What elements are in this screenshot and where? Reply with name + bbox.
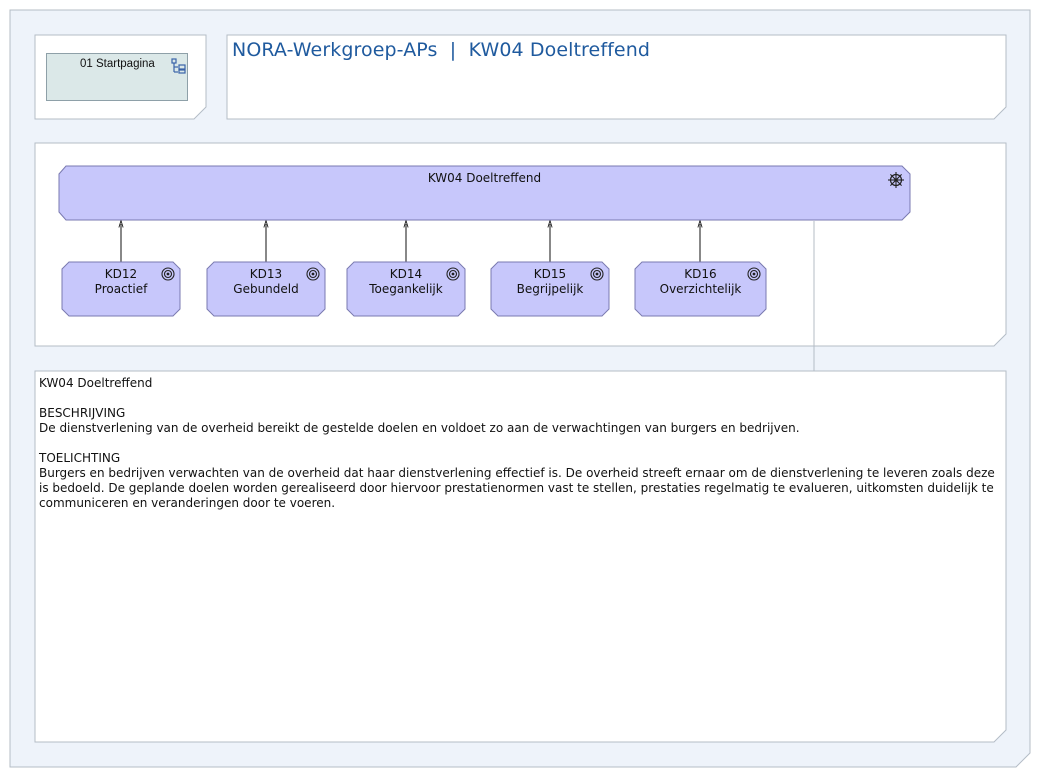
goal-target-icon — [590, 267, 604, 281]
child-node-kd16[interactable] — [634, 224, 767, 317]
toelichting-text: Burgers en bedrijven verwachten van de o… — [39, 466, 995, 510]
view-list-icon — [171, 58, 186, 74]
child-node-kd15-code: KD15 — [533, 267, 567, 281]
beschrijving-label: BESCHRIJVING — [39, 406, 126, 420]
startpagina-button[interactable]: 01 Startpagina — [46, 53, 188, 101]
child-node-kd14[interactable] — [346, 224, 466, 317]
child-node-kd16-code: KD16 — [684, 267, 717, 281]
beschrijving-text: De dienstverlening van de overheid berei… — [39, 421, 800, 435]
startpagina-button-shape — [46, 53, 188, 101]
goal-target-icon — [306, 267, 320, 281]
root-node-label: KW04 Doeltreffend — [427, 171, 542, 185]
goal-target-icon — [446, 267, 460, 281]
page-title: NORA-Werkgroep-APs | KW04 Doeltreffend — [232, 39, 651, 61]
child-node-kd14-code: KD14 — [389, 267, 423, 281]
child-node-kd13-code: KD13 — [249, 267, 283, 281]
child-node-kd12-name: Proactief — [94, 282, 148, 296]
child-node-kd14-name: Toegankelijk — [369, 282, 443, 296]
child-node-kd15-name: Begrijpelijk — [516, 282, 584, 296]
description-heading: KW04 Doeltreffend — [39, 376, 153, 390]
principle-wheel-icon — [888, 172, 904, 188]
toelichting-label: TOELICHTING — [39, 451, 121, 465]
goal-target-icon — [161, 267, 175, 281]
child-node-kd15[interactable] — [490, 224, 610, 317]
startpagina-label: 01 Startpagina — [80, 58, 155, 70]
goal-target-icon — [747, 267, 761, 281]
description-panel — [34, 370, 1007, 743]
child-node-kd13-name: Gebundeld — [233, 282, 299, 296]
description-text: KW04 Doeltreffend BESCHRIJVING De dienst… — [39, 376, 999, 511]
child-node-kd16-name: Overzichtelijk — [659, 282, 742, 296]
child-node-kd12[interactable] — [61, 224, 181, 317]
child-node-kd13[interactable] — [206, 224, 326, 317]
child-node-kd12-code: KD12 — [104, 267, 138, 281]
root-node[interactable] — [58, 165, 911, 221]
title-panel — [226, 34, 1007, 120]
